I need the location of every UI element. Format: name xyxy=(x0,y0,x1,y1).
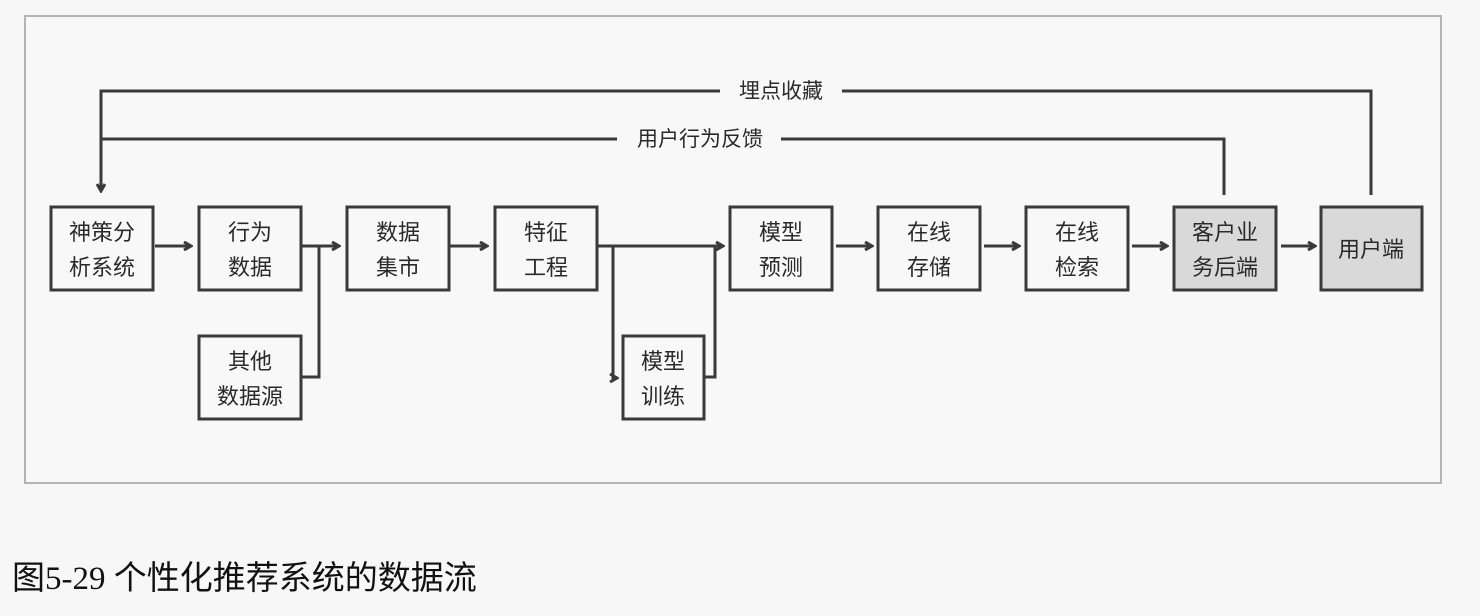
node-model-training: 模型 训练 xyxy=(621,334,706,421)
node-online-search: 在线 检索 xyxy=(1024,205,1130,292)
node-label-line: 存储 xyxy=(907,256,951,281)
node-online-storage: 在线 存储 xyxy=(876,205,982,292)
node-label-line: 预测 xyxy=(759,256,803,281)
node-data-mart: 数据 集市 xyxy=(345,205,451,292)
behavior-feedback-label: 用户行为反馈 xyxy=(637,127,763,151)
node-label-line: 在线 xyxy=(907,221,951,246)
node-label-line: 在线 xyxy=(1055,221,1099,246)
node-label-line: 析系统 xyxy=(69,256,135,281)
node-behavior-data: 行为 数据 xyxy=(197,205,303,292)
behavior-label-bg xyxy=(617,122,781,156)
behavior-feedback-edge xyxy=(101,137,1226,195)
node-other-data-source: 其他 数据源 xyxy=(197,334,303,421)
node-feature-engineering: 特征 工程 xyxy=(493,205,599,292)
node-label-line: 工程 xyxy=(524,256,568,281)
node-label-line: 客户业 xyxy=(1192,221,1258,246)
node-label-line: 特征 xyxy=(524,221,568,246)
node-label-line: 集市 xyxy=(376,256,420,281)
node-decision-analysis: 神策分 析系统 xyxy=(49,205,155,292)
node-label-line: 模型 xyxy=(759,221,803,246)
node-user-client: 用户端 xyxy=(1319,205,1424,292)
tracking-label-bg xyxy=(720,74,842,108)
node-label-line: 数据 xyxy=(376,221,420,246)
tracking-label: 埋点收藏 xyxy=(739,79,823,103)
figure-caption: 图5-29 个性化推荐系统的数据流 xyxy=(12,561,477,597)
node-client-business-backend: 客户业 务后端 xyxy=(1172,205,1278,292)
node-label-line: 神策分 xyxy=(69,221,135,246)
node-label-line: 行为 xyxy=(228,221,272,246)
node-label-line: 其他 xyxy=(228,350,272,375)
node-label-line: 用户端 xyxy=(1338,238,1404,263)
node-label-line: 模型 xyxy=(641,350,685,375)
edge-train-to-predict xyxy=(705,246,717,379)
node-label-line: 检索 xyxy=(1055,256,1099,281)
node-label-line: 训练 xyxy=(641,385,685,410)
edge-feature-to-train xyxy=(613,246,616,378)
node-label-line: 务后端 xyxy=(1192,256,1258,281)
node-label-line: 数据 xyxy=(228,256,272,281)
edge-othersource-to-datamart xyxy=(302,246,321,379)
node-label-line: 数据源 xyxy=(217,385,283,410)
node-model-prediction: 模型 预测 xyxy=(728,205,834,292)
